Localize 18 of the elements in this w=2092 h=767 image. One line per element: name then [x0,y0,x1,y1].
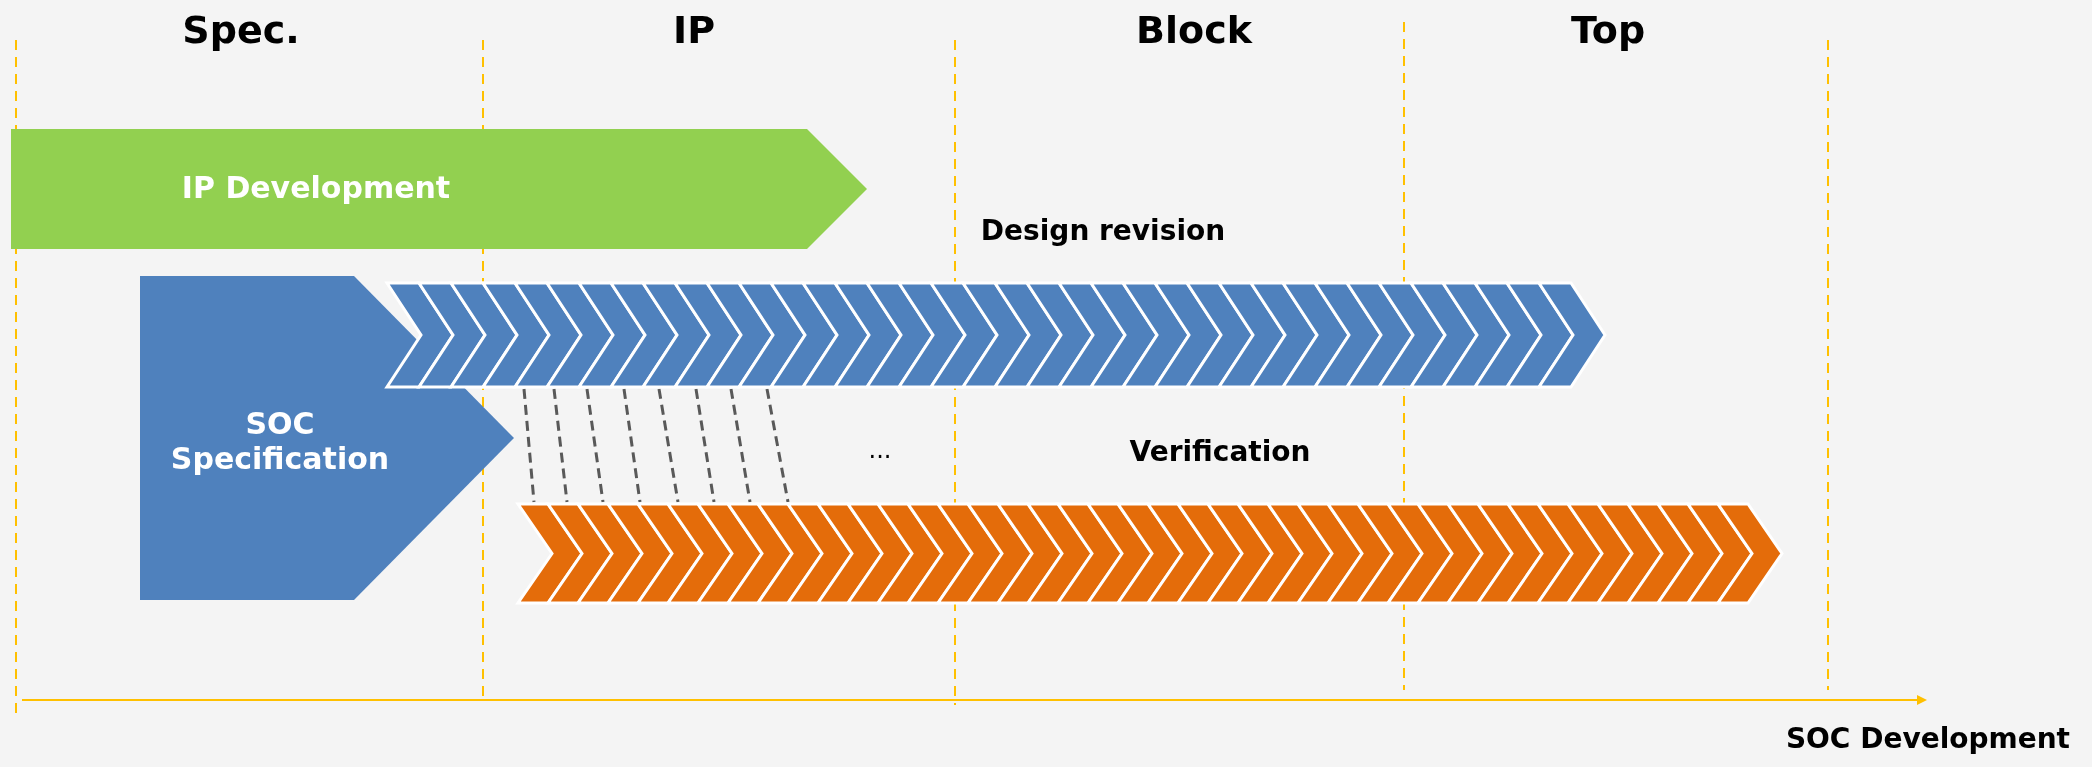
dashed-connector [622,388,642,503]
phase-label: Block [1135,8,1254,52]
shape-label: SOC Specification [169,406,391,476]
dashed-connector [522,388,536,503]
band-title: Design revision [979,214,1227,247]
dashed-connector [657,388,680,503]
phase-label: Top [1569,8,1647,52]
band-title: Verification [1128,435,1312,468]
dashed-connector [694,388,716,503]
dashed-connector [552,388,569,503]
band-label: IP Development [180,170,452,205]
ellipsis-text: ... [867,436,893,464]
phase-label: IP [672,8,716,52]
dashed-connector [729,388,752,503]
dashed-connector [585,388,605,503]
dashed-connector [765,388,790,503]
phase-label: Spec. [181,8,301,52]
axis-label: SOC Development [1785,722,2070,755]
